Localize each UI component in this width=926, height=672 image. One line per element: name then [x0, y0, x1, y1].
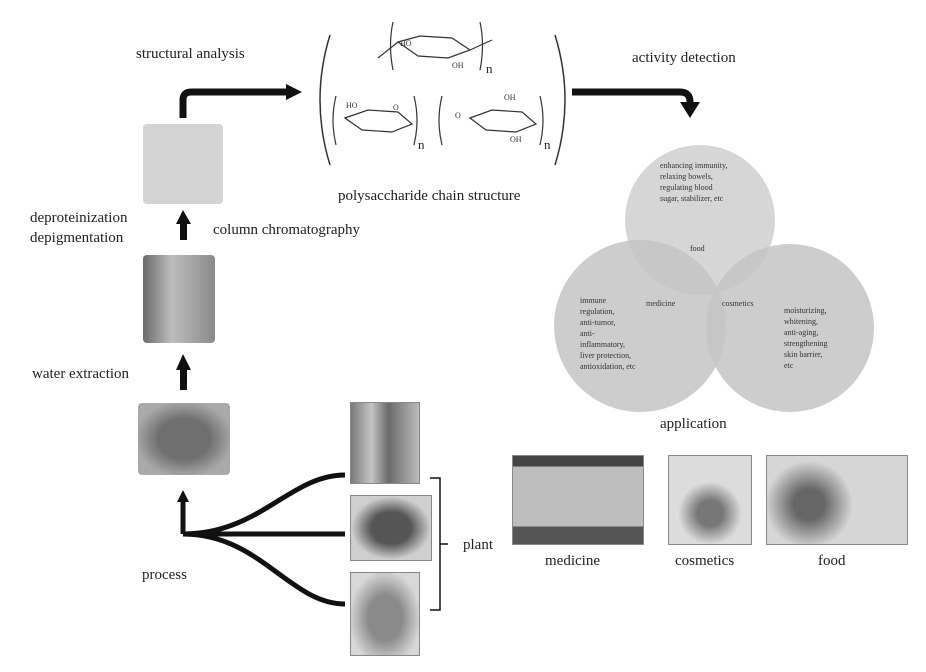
cosmetics-line: strengthening	[784, 338, 828, 349]
medicine-line: regulation,	[580, 306, 636, 317]
plant-image-root	[350, 402, 420, 484]
arrow-up-2-shaft	[180, 368, 187, 390]
arrow-up-2-head	[176, 354, 191, 370]
arrow-to-activity-head	[680, 102, 700, 118]
label-food: food	[818, 552, 846, 570]
cosmetics-line: moisturizing,	[784, 305, 828, 316]
crude-extract-image	[138, 403, 230, 475]
chem-n1: n	[486, 60, 493, 78]
medicine-line: anti-	[580, 328, 636, 339]
chem-o-3: O	[455, 110, 461, 121]
process-branch-top	[183, 475, 345, 534]
food-photo	[766, 455, 908, 545]
label-structural-analysis: structural analysis	[136, 45, 245, 63]
plant-bracket	[430, 478, 448, 610]
venn-medicine-title: medicine	[646, 298, 675, 309]
label-water-extraction: water extraction	[32, 365, 129, 383]
venn-cosmetics-text: moisturizing, whitening, anti-aging, str…	[784, 305, 828, 371]
sugar-ring-2	[345, 110, 412, 132]
chem-o-2: O	[393, 102, 399, 113]
food-line: regulating blood	[660, 182, 727, 193]
chem-oh-3: OH	[504, 92, 516, 103]
ring1-bond-r	[470, 40, 492, 50]
cosmetics-line: skin barrier,	[784, 349, 828, 360]
purified-polysaccharide-image	[143, 124, 223, 204]
food-line: relaxing bowels,	[660, 171, 727, 182]
medicine-line: liver protection,	[580, 350, 636, 361]
food-line: sugar, stabilizer, etc	[660, 193, 727, 204]
label-depigmentation: depigmentation	[30, 229, 123, 247]
medicine-line: anti-tumor,	[580, 317, 636, 328]
chem-n2: n	[418, 136, 425, 154]
label-process: process	[142, 566, 187, 584]
chem-oh-3b: OH	[510, 134, 522, 145]
arrow-up-1-shaft	[180, 222, 187, 240]
label-plant: plant	[463, 536, 493, 554]
venn-medicine-text: immune regulation, anti-tumor, anti- inf…	[580, 295, 636, 372]
arrow-to-structure-head	[286, 84, 302, 100]
medicine-photo	[512, 455, 644, 545]
label-deproteinization: deproteinization	[30, 209, 127, 227]
food-line: enhancing immunity,	[660, 160, 727, 171]
ring1-bond-l	[378, 42, 398, 58]
medicine-line: inflammatory,	[580, 339, 636, 350]
medicine-line: immune	[580, 295, 636, 306]
arrow-to-activity	[572, 92, 690, 104]
process-branch-bottom	[183, 534, 345, 604]
chem-n3: n	[544, 136, 551, 154]
cosmetics-line: etc	[784, 360, 828, 371]
cosmetics-photo	[668, 455, 752, 545]
ring1-bracket-r	[480, 22, 483, 70]
sugar-ring-3	[470, 110, 536, 132]
column-extract-image	[143, 255, 215, 343]
label-cosmetics: cosmetics	[675, 552, 734, 570]
ring3-bracket-r	[540, 96, 543, 145]
venn-food-text: enhancing immunity, relaxing bowels, reg…	[660, 160, 727, 204]
chem-ho-2: HO	[346, 100, 358, 111]
label-polysaccharide-structure: polysaccharide chain structure	[338, 187, 520, 205]
ring3-bracket-l	[439, 96, 442, 145]
medicine-line: antioxidation, etc	[580, 361, 636, 372]
label-activity-detection: activity detection	[632, 49, 736, 67]
venn-cosmetics-title: cosmetics	[722, 298, 754, 309]
label-column-chromatography: column chromatography	[213, 221, 360, 239]
cosmetics-line: whitening,	[784, 316, 828, 327]
venn-food-title: food	[690, 243, 705, 254]
plant-image-tuber	[350, 495, 432, 561]
process-stem-head	[177, 490, 189, 502]
paren-left	[320, 35, 330, 165]
ring2-bracket-l	[333, 96, 336, 145]
chem-ho-1: HO	[400, 38, 412, 49]
chem-oh-1: OH	[452, 60, 464, 71]
cosmetics-line: anti-aging,	[784, 327, 828, 338]
arrow-to-structure	[183, 92, 288, 118]
plant-image-leaf	[350, 572, 420, 656]
label-application: application	[660, 415, 727, 433]
arrow-up-1-head	[176, 210, 191, 224]
ring2-bracket-r	[414, 96, 417, 145]
paren-right	[555, 35, 565, 165]
label-medicine: medicine	[545, 552, 600, 570]
